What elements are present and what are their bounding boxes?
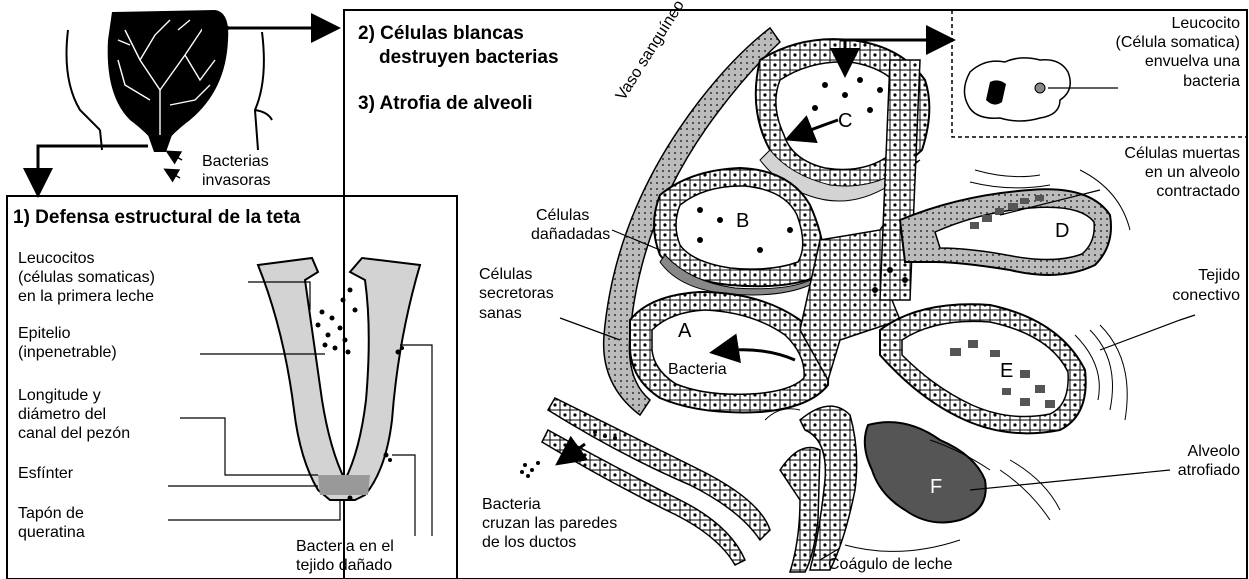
label-leucocito-inset-4: bacteria	[1000, 72, 1240, 91]
teat-wall	[258, 258, 420, 500]
letter-B: B	[736, 212, 749, 231]
label-bacteria-cruzan-1: Bacteria	[482, 495, 541, 514]
label-leucocito-inset-1: Leucocito	[1000, 14, 1240, 33]
label-longitud-3: canal del pezón	[18, 424, 130, 443]
label-leucocitos-2: (células somaticas)	[18, 268, 155, 287]
label-bacteria-tejido-1: Bacteria en el	[296, 537, 394, 556]
label-epitelio-1: Epitelio	[18, 324, 70, 343]
label-bacteria-cruzan-3: de los ductos	[482, 533, 576, 552]
label-leucocito-inset-3: envuelva una	[1000, 52, 1240, 71]
letter-F: F	[930, 478, 942, 497]
label-bacterias: Bacterias	[202, 152, 269, 171]
label-celulas-muertas-3: contractado	[1000, 182, 1240, 201]
heading-2-line2: destruyen bacterias	[379, 46, 559, 69]
label-invasoras: invasoras	[202, 171, 270, 190]
leukocytes-in-milk	[316, 288, 358, 355]
sphincter	[318, 475, 370, 495]
letter-A: A	[678, 322, 691, 341]
label-tapon-2: queratina	[18, 523, 85, 542]
label-longitud-2: diámetro del	[18, 405, 106, 424]
label-leucocito-inset-2: (Célula somatica)	[1000, 33, 1240, 52]
heading-3: 3) Atrofia de alveoli	[358, 92, 533, 115]
label-alveolo-2: atrofiado	[1100, 461, 1240, 480]
label-bacteria-A: Bacteria	[668, 360, 727, 379]
teat-tip	[148, 135, 172, 152]
label-epitelio-2: (inpenetrable)	[18, 343, 117, 362]
heading-2-line1: 2) Células blancas	[358, 22, 524, 45]
label-leucocitos-3: en la primera leche	[18, 287, 154, 306]
label-alveolo-1: Alveolo	[1100, 442, 1240, 461]
label-celulas-muertas-1: Células muertas	[1000, 144, 1240, 163]
letter-D: D	[1055, 222, 1069, 241]
label-coagulo: Coágulo de leche	[828, 555, 953, 574]
label-bacteria-cruzan-2: cruzan las paredes	[482, 514, 617, 533]
label-celulas-secretoras-1: Células	[479, 265, 532, 284]
label-leucocitos-1: Leucocitos	[18, 249, 95, 268]
label-tejido-1: Tejido	[1100, 266, 1240, 285]
alveolus-F	[865, 422, 986, 522]
label-celulas-muertas-2: en un alveolo	[1000, 163, 1240, 182]
label-celulas-danadas-1: Células	[536, 206, 589, 225]
label-bacteria-tejido-2: tejido dañado	[296, 556, 392, 575]
heading-1: 1) Defensa estructural de la teta	[13, 206, 300, 229]
invading-bacteria-arrows	[166, 152, 182, 178]
label-celulas-secretoras-2: secretoras	[479, 284, 554, 303]
connector-arrow-left	[38, 146, 148, 192]
label-tejido-2: conectivo	[1100, 286, 1240, 305]
letter-C: C	[838, 112, 852, 131]
letter-E: E	[1000, 362, 1013, 381]
label-esfinter: Esfínter	[18, 464, 73, 483]
label-longitud-1: Longitude y	[18, 386, 101, 405]
label-celulas-danadas-2: dañadadas	[531, 225, 610, 244]
label-tapon-1: Tapón de	[18, 504, 84, 523]
label-celulas-secretoras-3: sanas	[479, 304, 522, 323]
